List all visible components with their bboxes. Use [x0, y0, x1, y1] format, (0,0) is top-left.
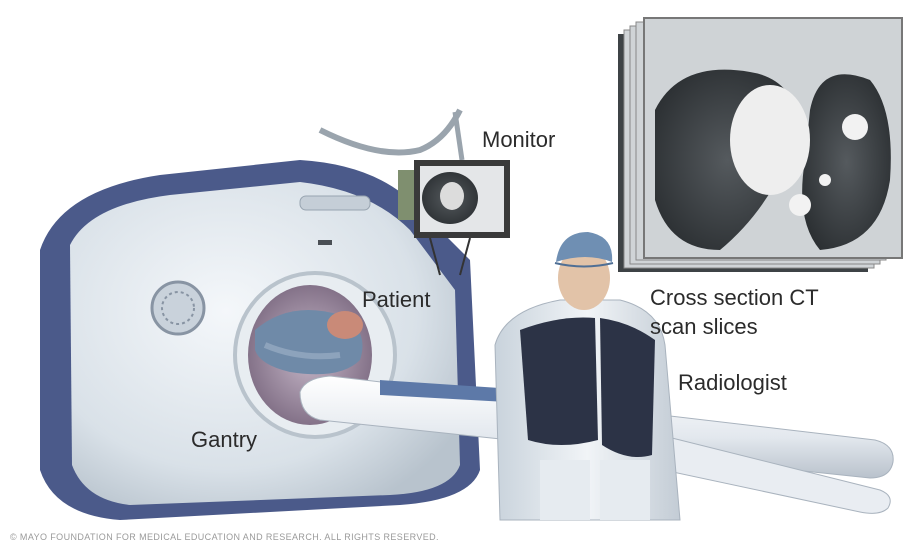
radiologist-figure	[495, 232, 680, 520]
ct-slices-stack	[618, 18, 902, 272]
patient-figure	[255, 310, 363, 374]
label-cross-section: Cross section CT scan slices	[650, 283, 819, 341]
label-cross-section-line1: Cross section CT	[650, 283, 819, 312]
label-gantry: Gantry	[191, 427, 257, 453]
label-monitor: Monitor	[482, 127, 555, 153]
label-radiologist: Radiologist	[678, 370, 787, 396]
copyright-notice: © MAYO FOUNDATION FOR MEDICAL EDUCATION …	[10, 532, 439, 542]
label-cross-section-line2: scan slices	[650, 312, 819, 341]
label-patient: Patient	[362, 287, 431, 313]
